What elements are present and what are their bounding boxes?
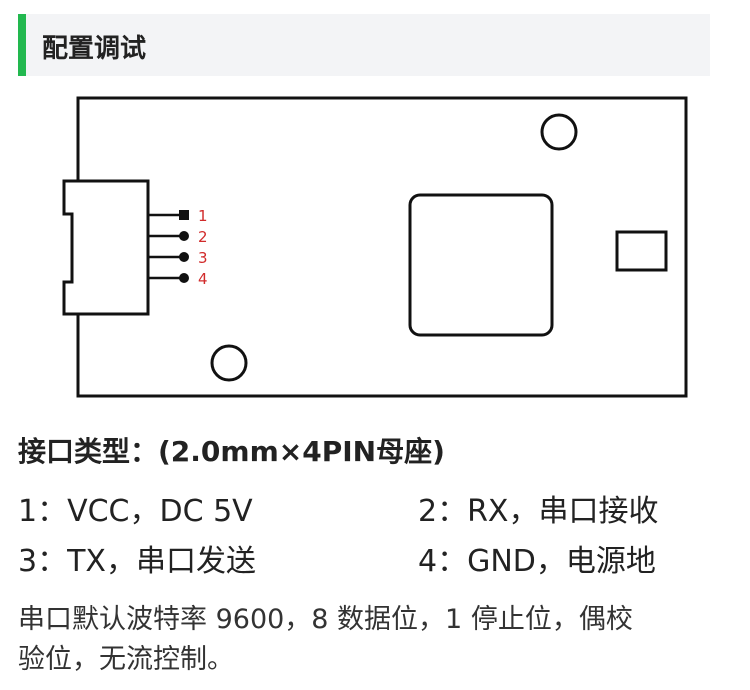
small-component <box>615 230 668 272</box>
mounting-hole-top <box>540 113 578 151</box>
section-title: 配置调试 <box>42 34 147 64</box>
pin-desc-3: 3：TX，串口发送 <box>18 544 256 579</box>
section-header: 配置调试 <box>18 14 710 76</box>
pin-pad-1 <box>179 210 189 220</box>
serial-note-line1: 串口默认波特率 9600，8 数据位，1 停止位，偶校 <box>18 604 633 635</box>
mounting-hole-bottom <box>210 344 248 382</box>
main-chip <box>408 193 554 337</box>
serial-note: 串口默认波特率 9600，8 数据位，1 停止位，偶校 验位，无流控制。 <box>18 600 738 680</box>
connector-housing <box>62 179 150 316</box>
pin-desc-2: 2：RX，串口接收 <box>418 494 659 529</box>
pin-label-4: 4 <box>198 270 208 288</box>
pin-desc-4: 4：GND，电源地 <box>418 544 656 579</box>
pin-pad-2 <box>179 231 189 241</box>
board-diagram: 1 2 3 4 <box>62 96 688 398</box>
pin-label-1: 1 <box>198 207 208 225</box>
accent-bar <box>18 14 26 76</box>
pin-pad-3 <box>179 252 189 262</box>
pin-label-3: 3 <box>198 249 208 267</box>
pin-pad-4 <box>179 273 189 283</box>
pcb-outline <box>76 96 688 398</box>
interface-type: 接口类型：(2.0mm×4PIN母座) <box>18 435 445 468</box>
pin-desc-1: 1：VCC，DC 5V <box>18 494 253 529</box>
pin-label-2: 2 <box>198 228 208 246</box>
serial-note-line2: 验位，无流控制。 <box>18 644 234 675</box>
